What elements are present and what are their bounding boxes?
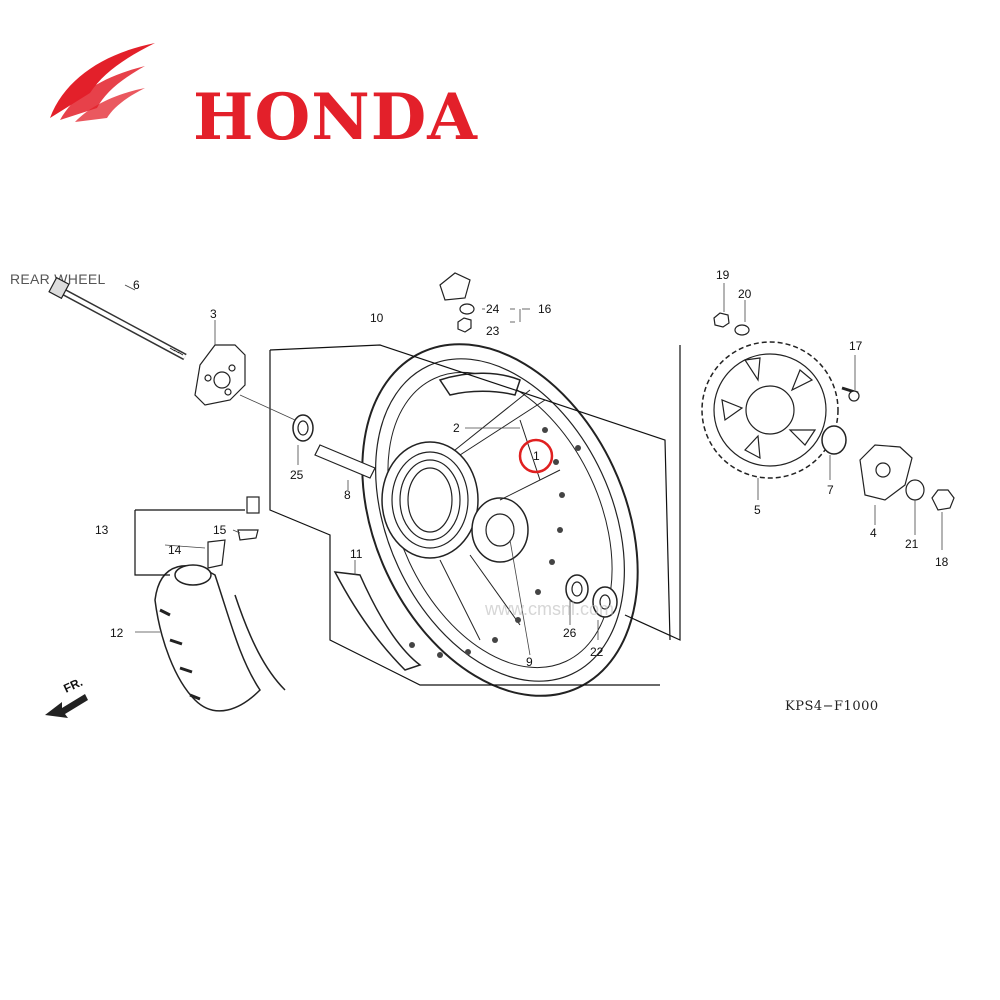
callout-8[interactable]: 8 — [344, 488, 351, 502]
callout-19[interactable]: 19 — [716, 268, 730, 282]
callout-24[interactable]: 24 — [486, 302, 500, 316]
sprocket-part — [701, 341, 839, 479]
callout-22[interactable]: 22 — [590, 645, 604, 659]
callout-4[interactable]: 4 — [870, 526, 877, 540]
callout-3[interactable]: 3 — [210, 307, 217, 321]
forward-arrow-icon — [45, 694, 88, 718]
callout-2[interactable]: 2 — [453, 421, 460, 435]
callout-5[interactable]: 5 — [754, 503, 761, 517]
callout-18[interactable]: 18 — [935, 555, 949, 569]
callout-23[interactable]: 23 — [486, 324, 500, 338]
adjuster-left-part — [194, 344, 246, 406]
callout-17[interactable]: 17 — [849, 339, 863, 353]
callout-7[interactable]: 7 — [827, 483, 834, 497]
callout-10[interactable]: 10 — [370, 311, 384, 325]
callout-15[interactable]: 15 — [213, 523, 227, 537]
callout-6[interactable]: 6 — [133, 278, 140, 292]
axle-part — [48, 276, 187, 361]
callout-14[interactable]: 14 — [168, 543, 182, 557]
callout-9[interactable]: 9 — [526, 655, 533, 669]
figure-code: KPS4−F1000 — [785, 699, 879, 714]
watermark-text: www.cmsnl.com — [484, 599, 614, 619]
hub-part — [381, 441, 529, 563]
callout-12[interactable]: 12 — [110, 626, 124, 640]
callout-13[interactable]: 13 — [95, 523, 109, 537]
wheel-rim-part — [361, 343, 639, 697]
wing-icon — [50, 43, 155, 122]
callout-1[interactable]: 1 — [533, 449, 540, 463]
callout-26[interactable]: 26 — [563, 626, 577, 640]
brand-logo: HONDA — [45, 38, 545, 150]
highlight-circle — [518, 438, 554, 474]
callout-11[interactable]: 11 — [350, 547, 363, 561]
tire-part — [154, 565, 286, 712]
callout-21[interactable]: 21 — [905, 537, 919, 551]
brand-wordmark: HONDA — [193, 80, 478, 155]
callout-16[interactable]: 16 — [538, 302, 552, 316]
forward-arrow-label: FR. — [61, 675, 84, 696]
spokes-part — [439, 389, 561, 641]
callout-20[interactable]: 20 — [738, 287, 752, 301]
callout-25[interactable]: 25 — [290, 468, 304, 482]
